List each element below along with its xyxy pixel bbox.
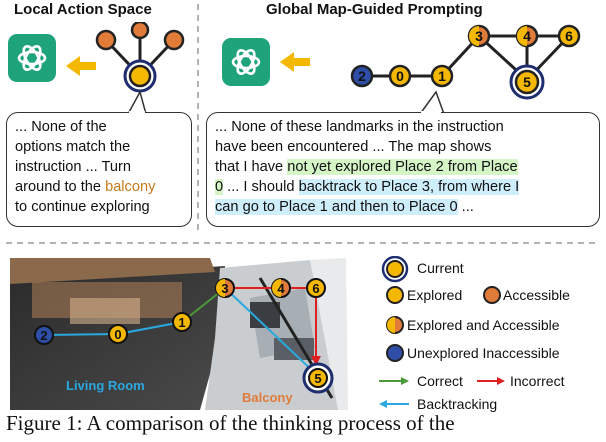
left-graph bbox=[8, 22, 185, 93]
map-node-0: 0 bbox=[388, 64, 412, 88]
legend-accessible-icon bbox=[483, 286, 501, 304]
separator-lines bbox=[6, 4, 600, 244]
scene-node-6: 6 bbox=[306, 278, 326, 298]
left-bubble-line-2: options match the bbox=[15, 139, 131, 155]
right-bubble-line-1: ... None of these landmarks in the instr… bbox=[215, 119, 504, 135]
right-graph: 2 0 1 3 4 6 5 bbox=[222, 24, 581, 100]
left-bubble-line-5: to continue exploring bbox=[15, 199, 150, 215]
scene-node-1-label: 1 bbox=[178, 315, 185, 330]
legend-incorrect-arrow-icon bbox=[477, 377, 505, 385]
legend-explored-accessible-icon bbox=[386, 316, 404, 334]
map-node-6: 6 bbox=[557, 24, 581, 48]
unexplored-highlight: not yet explored Place 2 from Place bbox=[287, 159, 518, 175]
chatgpt-logo-icon bbox=[8, 34, 56, 82]
chatgpt-logo-icon bbox=[222, 38, 270, 86]
right-bubble-line-3: that I have not yet explored Place 2 fro… bbox=[215, 157, 595, 177]
legend-unexplored-icon bbox=[386, 344, 404, 362]
neighbor-node-b bbox=[130, 22, 150, 40]
right-bubble-line-5-text: ... bbox=[457, 199, 474, 215]
arrow-left-icon bbox=[280, 52, 310, 72]
bubble-tail-join bbox=[421, 111, 441, 114]
backtrack-highlight: backtrack to Place 3, from where I bbox=[298, 179, 520, 195]
scene-node-5-label: 5 bbox=[314, 371, 321, 386]
map-node-2-label: 2 bbox=[358, 68, 366, 84]
bubble-tail-join bbox=[129, 111, 145, 114]
legend-symbols bbox=[379, 256, 505, 408]
legend-backtracking-label: Backtracking bbox=[417, 396, 498, 412]
right-panel-title: Global Map-Guided Prompting bbox=[266, 1, 483, 18]
neighbor-node-a bbox=[95, 29, 117, 51]
scene-node-4: 4 bbox=[271, 278, 291, 298]
right-speech-bubble: ... None of these landmarks in the instr… bbox=[206, 112, 600, 227]
right-bubble-line-4: 0 ... I should backtrack to Place 3, fro… bbox=[215, 177, 595, 197]
legend-explored-accessible-label: Explored and Accessible bbox=[407, 317, 560, 333]
backtrack-highlight-end: can go to Place 1 and then to Place 0 bbox=[215, 199, 458, 215]
legend-incorrect-label: Incorrect bbox=[510, 373, 565, 389]
legend-explored-label: Explored bbox=[407, 287, 463, 303]
map-node-1-label: 1 bbox=[438, 68, 446, 84]
figure-caption: Figure 1: A comparison of the thinking p… bbox=[6, 411, 455, 435]
scene-node-6-label: 6 bbox=[312, 281, 319, 296]
unexplored-highlight-end: 0 bbox=[215, 179, 224, 195]
legend-backtracking-arrow-icon bbox=[379, 400, 409, 408]
floorplan-image: 2 0 1 3 4 6 5 bbox=[10, 258, 350, 410]
legend-correct-label: Correct bbox=[417, 373, 463, 389]
map-node-3-label: 3 bbox=[475, 28, 483, 44]
legend-current-label: Current bbox=[417, 260, 464, 276]
map-node-3: 3 bbox=[467, 24, 491, 48]
legend-unexplored-label: Unexplored Inaccessible bbox=[407, 345, 560, 361]
scene-node-3-label: 3 bbox=[221, 281, 228, 296]
legend-accessible-label: Accessible bbox=[503, 287, 570, 303]
living-room-label: Living Room bbox=[66, 378, 145, 393]
left-speech-bubble: ... None of the options match the instru… bbox=[6, 112, 192, 227]
map-node-1: 1 bbox=[430, 64, 454, 88]
left-bubble-line-4: around to the balcony bbox=[15, 177, 183, 197]
legend-current-icon bbox=[381, 256, 409, 283]
right-bubble-line-5: can go to Place 1 and then to Place 0 ..… bbox=[215, 197, 595, 217]
map-node-6-label: 6 bbox=[565, 28, 573, 44]
arrow-left-icon bbox=[66, 56, 96, 76]
balcony-label: Balcony bbox=[242, 390, 293, 405]
legend-correct-arrow-icon bbox=[379, 377, 409, 385]
right-bubble-line-3-text: that I have bbox=[215, 159, 288, 175]
balcony-highlight: balcony bbox=[105, 179, 156, 195]
scene-node-0-label: 0 bbox=[114, 327, 121, 342]
map-node-4-label: 4 bbox=[523, 28, 531, 44]
left-panel-title: Local Action Space bbox=[14, 1, 152, 18]
map-node-2: 2 bbox=[350, 64, 374, 88]
scene-node-0: 0 bbox=[108, 324, 128, 344]
scene-node-5-current: 5 bbox=[302, 362, 334, 394]
right-bubble-line-2: have been encountered ... The map shows bbox=[215, 139, 492, 155]
scene-node-3: 3 bbox=[215, 278, 235, 298]
map-node-0-label: 0 bbox=[396, 68, 404, 84]
scene-node-4-label: 4 bbox=[277, 281, 285, 296]
map-node-4: 4 bbox=[515, 24, 539, 48]
scene-node-2-label: 2 bbox=[40, 328, 47, 343]
scene-node-2: 2 bbox=[34, 325, 54, 345]
left-bubble-line-3: instruction ... Turn bbox=[15, 159, 131, 175]
floorplan-scene: 2 0 1 3 4 6 5 Living Room Bal bbox=[10, 258, 350, 410]
map-node-5-current: 5 bbox=[509, 64, 545, 100]
scene-node-1: 1 bbox=[172, 312, 192, 332]
legend-explored-icon bbox=[386, 286, 404, 304]
current-node bbox=[128, 64, 152, 88]
neighbor-node-c bbox=[163, 29, 185, 51]
left-bubble-line-1: ... None of the bbox=[15, 119, 107, 135]
right-bubble-line-4-text: ... I should bbox=[223, 179, 299, 195]
map-node-5-label: 5 bbox=[523, 74, 531, 90]
left-bubble-line-4-text: around to the bbox=[15, 179, 106, 195]
